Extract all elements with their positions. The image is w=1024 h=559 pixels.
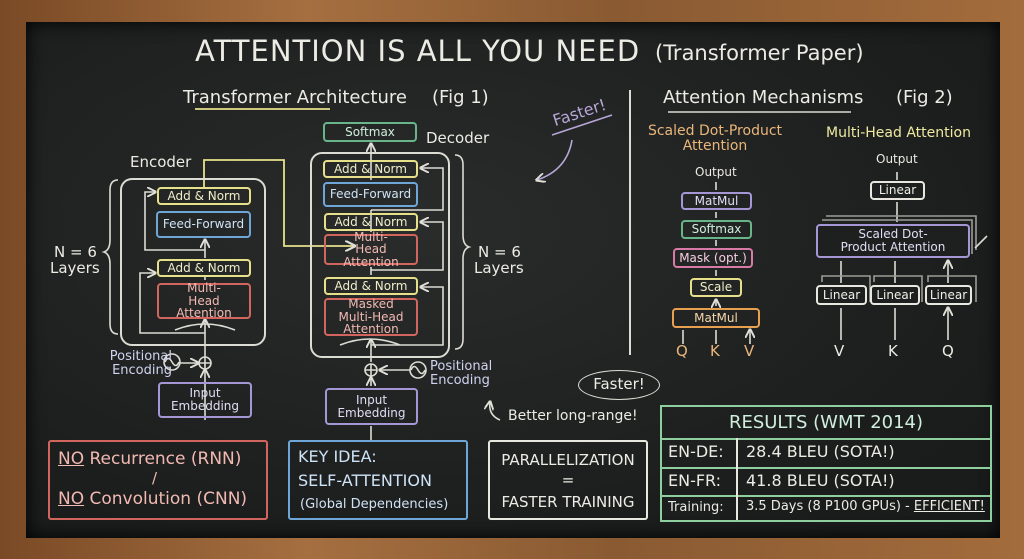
faster-bubble: Faster! — [578, 370, 660, 400]
results-value-en-fr: 41.8 BLEU (SOTA!) — [746, 471, 895, 490]
decoder-add-norm-3: Add & Norm — [324, 277, 418, 295]
decoder-n: N = 6 — [478, 243, 521, 261]
chalkboard — [26, 22, 1000, 538]
parallelization-label: PARALLELIZATION — [501, 451, 635, 469]
encoder-add-norm-top: Add & Norm — [157, 187, 251, 205]
mha-input-v: V — [834, 342, 845, 360]
mha-input-q: Q — [942, 342, 954, 360]
sdpa-mask: Mask (opt.) — [673, 248, 753, 268]
encoder-multi-head-attention: Multi-Head Attention — [157, 282, 251, 320]
results-table: RESULTS (WMT 2014) EN-DE: 28.4 BLEU (SOT… — [660, 405, 992, 522]
sdpa-input-q: Q — [676, 342, 688, 360]
key-idea-box: KEY IDEA: SELF-ATTENTION (Global Depende… — [288, 440, 468, 520]
mha-input-k: K — [888, 342, 898, 360]
encoder-n: N = 6 — [54, 243, 97, 261]
fig2-label: (Fig 2) — [896, 87, 953, 108]
mha-linear-k: Linear — [870, 285, 920, 305]
encoder-positional-encoding: Positional Encoding — [109, 349, 172, 379]
equals-sign: = — [561, 471, 575, 489]
sdpa-input-k: K — [710, 342, 720, 360]
sdpa-input-v: V — [744, 342, 755, 360]
fig1-heading: Transformer Architecture — [183, 87, 407, 108]
results-label-en-fr: EN-FR: — [668, 471, 722, 490]
mha-linear-q: Linear — [925, 285, 972, 305]
decoder-add-norm-2: Add & Norm — [324, 213, 418, 231]
main-title: ATTENTION IS ALL YOU NEED — [195, 34, 641, 68]
sdpa-scale: Scale — [690, 278, 742, 297]
mha-title: Multi-Head Attention — [826, 125, 971, 141]
no-convolution-text: Convolution (CNN) — [84, 489, 248, 509]
decoder-stack — [310, 152, 450, 358]
decoder-positional-encoding: Positional Encoding — [430, 359, 493, 389]
decoder-layers: Layers — [474, 259, 524, 277]
encoder-add-norm-bottom: Add & Norm — [157, 259, 251, 277]
sdpa-title: Scaled Dot-Product Attention — [647, 123, 783, 155]
encoder-label: Encoder — [130, 153, 192, 171]
sdpa-matmul-top: MatMul — [681, 192, 752, 210]
decoder-label: Decoder — [426, 129, 490, 147]
decoder-softmax: Softmax — [323, 122, 417, 142]
encoder-stack — [120, 178, 266, 346]
key-idea-label: KEY IDEA: — [298, 447, 377, 466]
encoder-feed-forward: Feed-Forward — [156, 211, 251, 238]
global-dependencies-label: (Global Dependencies) — [300, 497, 449, 512]
slash: / — [152, 469, 158, 487]
decoder-masked-multi-head-attention: Masked Multi-Head Attention — [324, 298, 418, 336]
results-label-en-de: EN-DE: — [668, 442, 724, 461]
no-prefix: NO — [58, 449, 85, 469]
fig2-heading: Attention Mechanisms — [663, 87, 864, 108]
decoder-multi-head-attention: Multi-Head Attention — [324, 230, 418, 268]
results-value-en-de: 28.4 BLEU (SOTA!) — [746, 442, 895, 461]
mha-sdpa: Scaled Dot-Product Attention — [816, 224, 970, 258]
sdpa-matmul-bottom: MatMul — [672, 308, 760, 328]
sdpa-softmax: Softmax — [681, 220, 752, 239]
long-range-annotation: Better long-range! — [508, 408, 638, 424]
decoder-feed-forward: Feed-Forward — [323, 182, 418, 207]
sdpa-output: Output — [695, 165, 737, 179]
encoder-input-embedding: Input Embedding — [158, 382, 252, 418]
no-recurrence-box: NO Recurrence (RNN) / NO Convolution (CN… — [48, 440, 268, 520]
decoder-add-norm-1: Add & Norm — [323, 160, 418, 178]
decoder-input-embedding: Input Embedding — [325, 388, 418, 425]
mha-linear-top: Linear — [870, 181, 925, 200]
self-attention-label: SELF-ATTENTION — [298, 471, 432, 490]
results-value-training: 3.5 Days (8 P100 GPUs) - — [746, 499, 914, 514]
no-recurrence-text: Recurrence (RNN) — [84, 449, 242, 469]
mha-output: Output — [876, 152, 918, 166]
fig1-label: (Fig 1) — [432, 87, 489, 108]
results-label-training: Training: — [668, 500, 724, 515]
results-title: RESULTS (WMT 2014) — [728, 412, 924, 433]
efficient-emphasis: EFFICIENT! — [913, 499, 985, 514]
no-prefix: NO — [58, 489, 85, 509]
main-subtitle: (Transformer Paper) — [655, 41, 864, 65]
encoder-layers: Layers — [50, 259, 100, 277]
parallelization-box: PARALLELIZATION = FASTER TRAINING — [488, 440, 648, 520]
faster-training-label: FASTER TRAINING — [501, 493, 635, 511]
mha-linear-v: Linear — [816, 285, 867, 305]
